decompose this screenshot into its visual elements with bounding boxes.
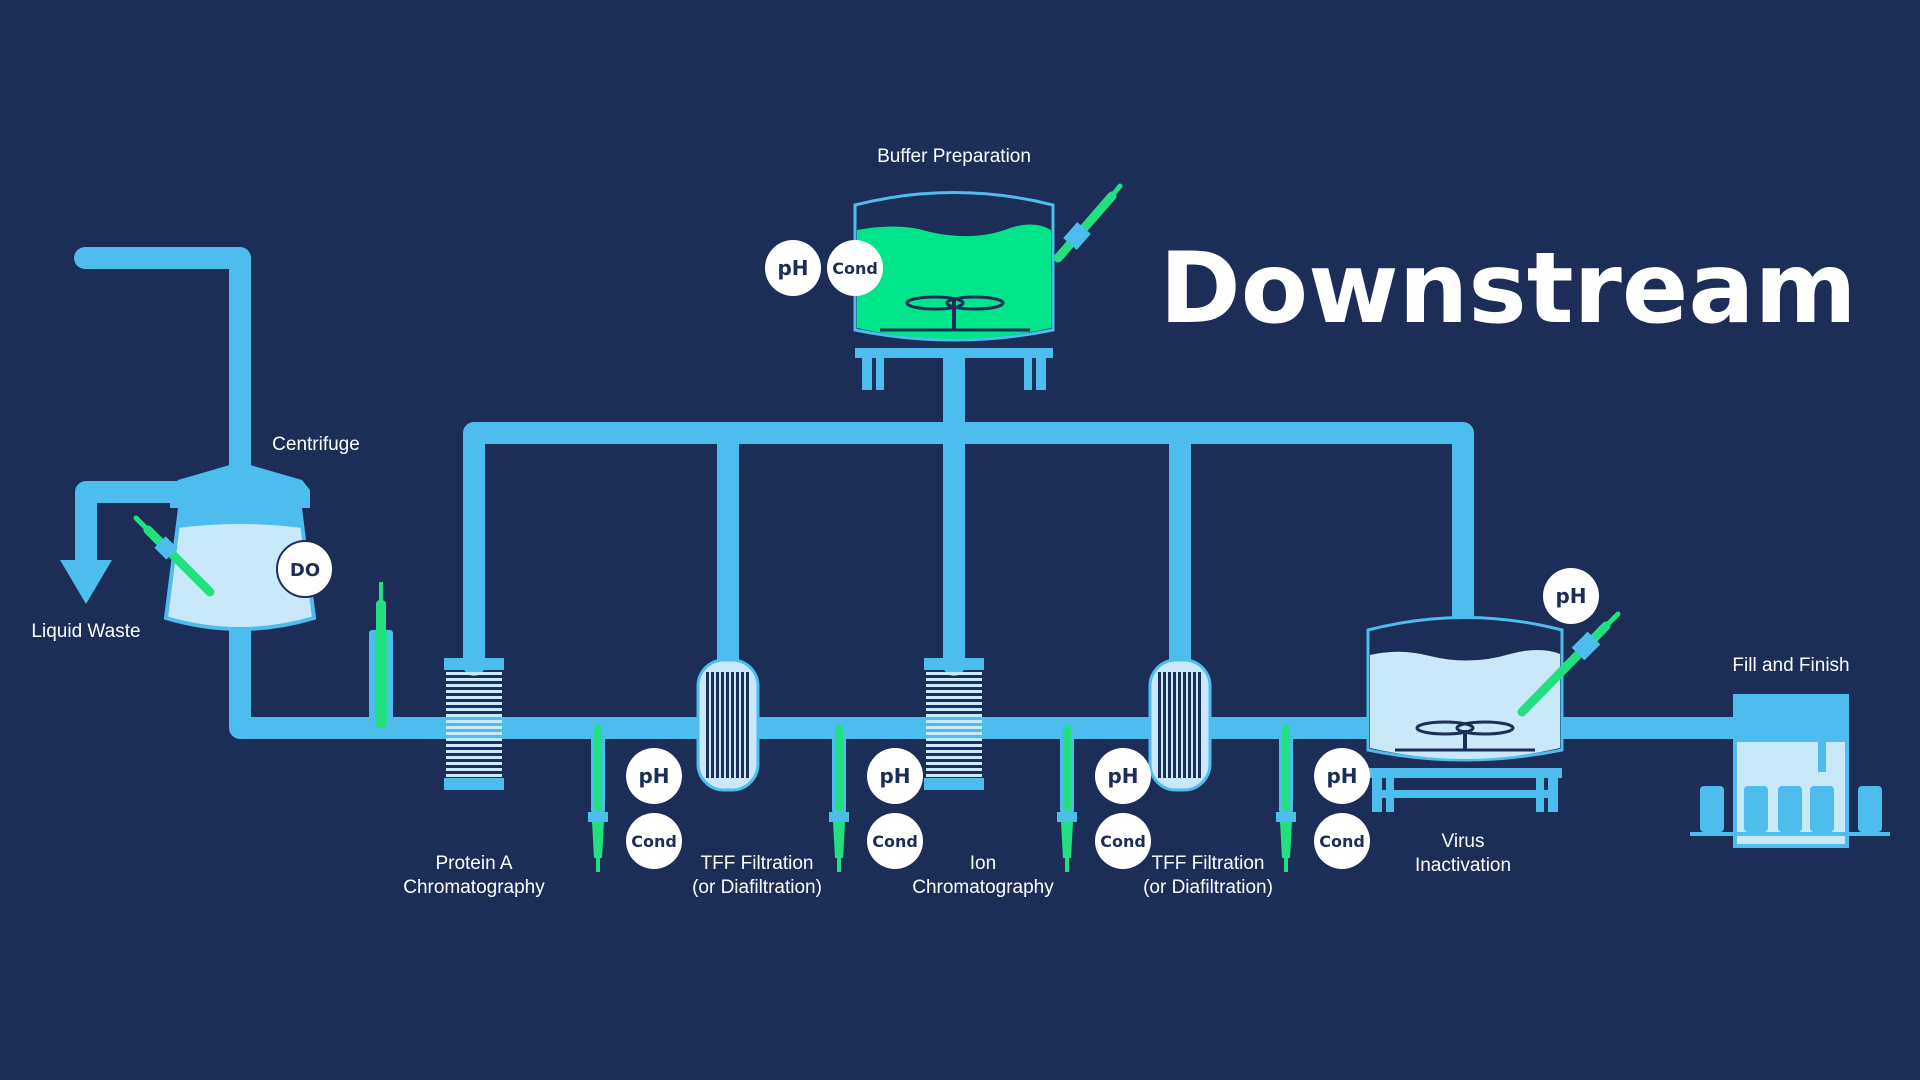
inline-probe-4 bbox=[1276, 722, 1296, 872]
inline-probe-1 bbox=[588, 722, 608, 872]
label-tff1-line2: (or Diafiltration) bbox=[692, 877, 822, 898]
badge-cond-text: Cond bbox=[631, 832, 677, 851]
badge-ph-text: pH bbox=[1107, 764, 1138, 788]
inline-probe-centrifuge bbox=[369, 582, 393, 730]
badge-ph-text: pH bbox=[1326, 764, 1357, 788]
buffer-manifold bbox=[463, 422, 1474, 676]
badge-buffer-cond-text: Cond bbox=[832, 259, 878, 278]
badge-cond-3: Cond bbox=[1095, 813, 1151, 869]
badge-cond-text: Cond bbox=[872, 832, 918, 851]
buffer-tank bbox=[853, 183, 1123, 390]
virus-probe bbox=[1517, 611, 1621, 717]
inline-probe-3 bbox=[1057, 722, 1077, 872]
badge-ph-text: pH bbox=[638, 764, 669, 788]
badge-buffer-ph: pH bbox=[765, 240, 821, 296]
virus-liquid bbox=[1370, 650, 1560, 759]
badge-cond-text: Cond bbox=[1319, 832, 1365, 851]
badge-ph-3: pH bbox=[1095, 748, 1151, 804]
inline-probe-2 bbox=[829, 722, 849, 872]
label-tff1-line1: TFF Filtration bbox=[701, 853, 814, 874]
page-title: Downstream bbox=[1159, 232, 1856, 346]
label-fill-finish: Fill and Finish bbox=[1732, 655, 1849, 676]
badge-buffer-cond: Cond bbox=[827, 240, 883, 296]
tff-filter-2 bbox=[1148, 658, 1212, 792]
centrifuge-lid bbox=[170, 462, 310, 508]
badge-ph-2: pH bbox=[867, 748, 923, 804]
badge-buffer-ph-text: pH bbox=[777, 256, 808, 280]
label-virus-line2: Inactivation bbox=[1415, 855, 1511, 876]
badge-cond-1: Cond bbox=[626, 813, 682, 869]
badge-ph-text: pH bbox=[879, 764, 910, 788]
label-tff2-line2: (or Diafiltration) bbox=[1143, 877, 1273, 898]
badge-cond-4: Cond bbox=[1314, 813, 1370, 869]
badge-centrifuge-do: DO bbox=[276, 540, 334, 598]
badge-ph-4: pH bbox=[1314, 748, 1370, 804]
label-centrifuge: Centrifuge bbox=[272, 434, 360, 455]
centrifuge-body bbox=[163, 506, 317, 631]
pipe-network bbox=[74, 247, 1756, 739]
tff-filter-1 bbox=[696, 658, 760, 792]
buffer-liquid bbox=[857, 224, 1051, 339]
centrifuge bbox=[133, 462, 317, 631]
virus-inactivation-tank bbox=[1366, 611, 1621, 812]
badge-virus-ph-text: pH bbox=[1555, 584, 1586, 608]
badge-cond-text: Cond bbox=[1100, 832, 1146, 851]
label-buffer-preparation: Buffer Preparation bbox=[877, 146, 1031, 167]
badge-ph-1: pH bbox=[626, 748, 682, 804]
centrifuge-probe bbox=[133, 515, 215, 597]
label-ion-line1: Ion bbox=[970, 853, 996, 874]
badge-cond-2: Cond bbox=[867, 813, 923, 869]
waste-pipe bbox=[75, 481, 191, 576]
label-protein-a-line2: Chromatography bbox=[403, 877, 545, 898]
badge-virus-ph: pH bbox=[1543, 568, 1599, 624]
label-tff2-line1: TFF Filtration bbox=[1152, 853, 1265, 874]
label-virus-line1: Virus bbox=[1442, 831, 1485, 852]
label-ion-line2: Chromatography bbox=[912, 877, 1054, 898]
main-process-line bbox=[229, 607, 1756, 739]
protein-a-column bbox=[444, 658, 504, 790]
label-protein-a-line1: Protein A bbox=[435, 853, 512, 874]
ion-chromatography-column bbox=[924, 658, 984, 790]
badge-do-text: DO bbox=[290, 560, 320, 581]
label-liquid-waste: Liquid Waste bbox=[31, 621, 140, 642]
fill-finish-station bbox=[1690, 694, 1890, 848]
waste-arrow-icon bbox=[60, 560, 112, 604]
buffer-probe bbox=[1053, 183, 1123, 263]
feed-pipe bbox=[74, 247, 251, 481]
